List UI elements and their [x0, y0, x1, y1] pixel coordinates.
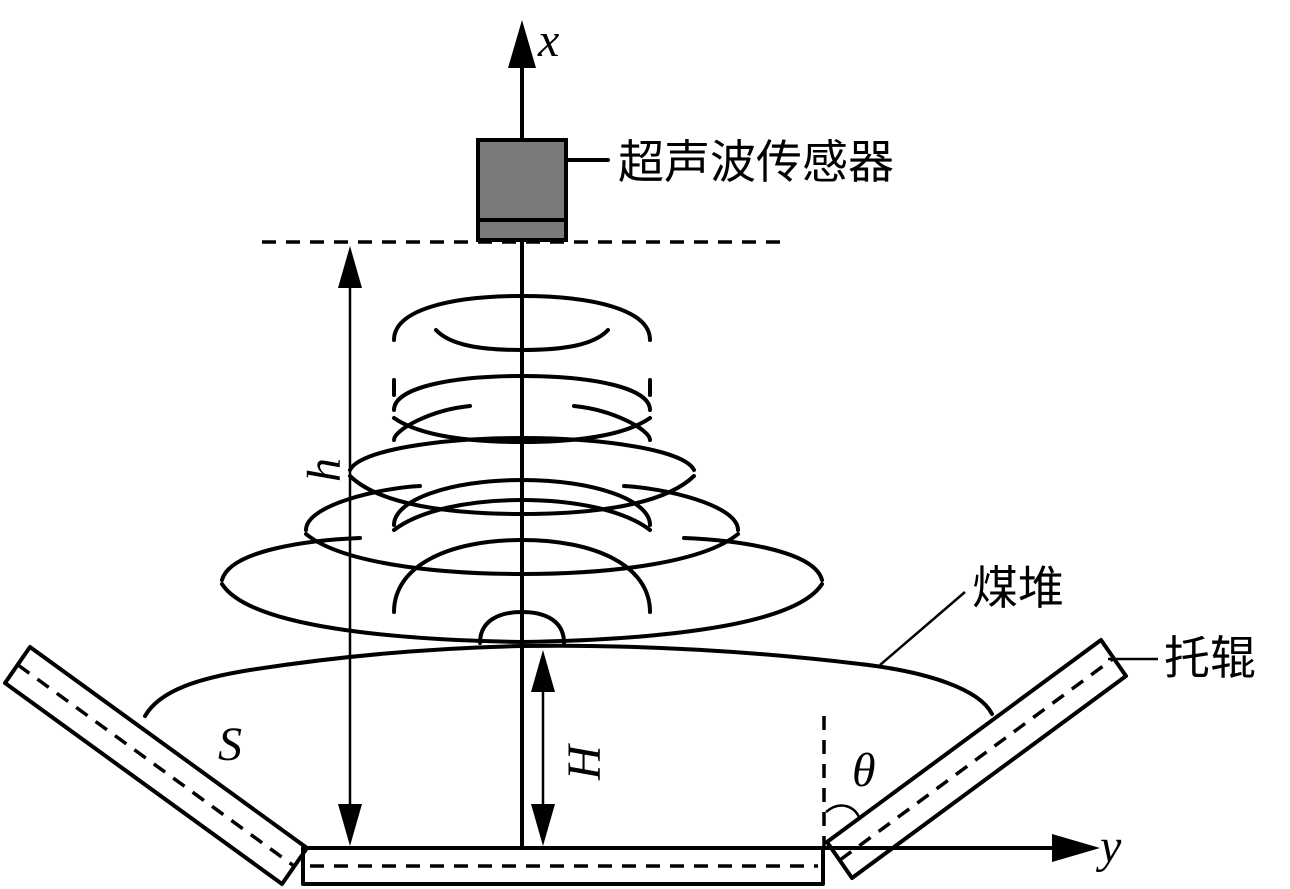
right-idler-roller	[825, 638, 1158, 880]
ultrasonic-sensor	[476, 138, 610, 242]
height-H-dimension	[531, 650, 555, 846]
angle-theta-label: θ	[852, 744, 876, 797]
height-h-label: h	[298, 458, 351, 482]
h-arrow-down-icon	[338, 804, 362, 846]
y-axis-label: y	[1095, 820, 1122, 873]
H-arrow-up-icon	[531, 650, 555, 692]
sensor-label: 超声波传感器	[618, 135, 894, 189]
height-H-label: H	[558, 743, 611, 781]
coal-pile	[143, 591, 994, 718]
y-axis-arrow-icon	[1052, 834, 1100, 862]
idler-label: 托辊	[1164, 631, 1256, 685]
ultrasonic-waves	[220, 294, 824, 645]
angle-theta-marker	[822, 716, 862, 846]
x-axis-label: x	[537, 14, 559, 67]
h-arrow-up-icon	[338, 246, 362, 288]
x-axis-arrow-icon	[508, 20, 536, 68]
area-S-label: S	[218, 718, 242, 771]
coal-pile-label: 煤堆	[972, 561, 1064, 615]
y-axis	[820, 834, 1100, 862]
height-h-dimension	[338, 246, 362, 846]
middle-idler-roller	[301, 846, 825, 886]
left-idler-roller	[3, 645, 309, 886]
H-arrow-down-icon	[531, 804, 555, 846]
